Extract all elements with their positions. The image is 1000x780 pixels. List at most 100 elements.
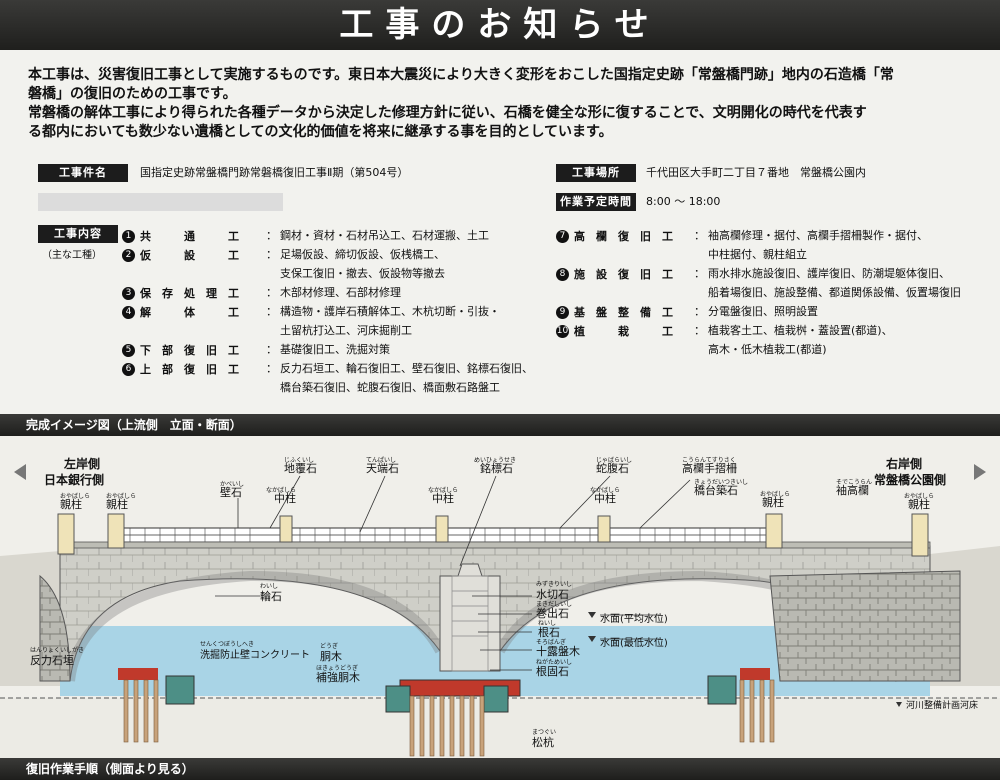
nakabashira-post bbox=[279, 515, 293, 543]
ruby: おやばしら bbox=[106, 492, 136, 500]
work-description: 袖高欄修理・据付、高欄手摺柵製作・据付、 bbox=[708, 229, 928, 242]
label-kabeishi: 壁石 bbox=[220, 485, 242, 499]
label-kouran: 高欄手摺柵 bbox=[682, 461, 737, 475]
work-description: 反力石垣工、輪石復旧工、壁石復旧、銘標石復旧、 bbox=[280, 362, 533, 375]
label-water-level-min: 水面(最低水位) bbox=[600, 636, 668, 649]
work-description: 基礎復旧工、洗掘対策 bbox=[280, 343, 390, 356]
label-kyoudai: 橋台築石 bbox=[694, 483, 738, 497]
label-tenbaishi: 天端石 bbox=[366, 462, 399, 475]
work-description: 植栽客土工、植栽桝・蓋設置(都道)、 bbox=[708, 324, 893, 337]
ruby: ねいし bbox=[538, 620, 556, 627]
work-colon: ： bbox=[694, 267, 705, 280]
label-waishi: 輪石 bbox=[260, 589, 282, 603]
left-side-sub-label: 日本銀行側 bbox=[44, 472, 104, 487]
label-matsukui: 松杭 bbox=[532, 735, 554, 749]
label-dougi: 胴木 bbox=[320, 650, 342, 663]
work-description: 足場仮設、締切仮設、仮桟橋工、 bbox=[280, 248, 445, 261]
label-sodekouran: 袖高欄 bbox=[836, 483, 869, 497]
label-hokyou: 補強胴木 bbox=[316, 671, 360, 684]
work-content-label: 工事内容 bbox=[38, 225, 118, 243]
label-neishi: 根石 bbox=[538, 625, 560, 639]
work-colon: ： bbox=[694, 324, 705, 337]
leader-lines bbox=[215, 475, 691, 671]
work-colon: ： bbox=[266, 229, 277, 242]
ruby: てんぱいし bbox=[366, 457, 396, 464]
label-oyabashira: 親柱 bbox=[60, 497, 82, 511]
intro-line: 磐橋」の復旧のための工事です。 bbox=[28, 86, 237, 102]
work-name: 高 欄 復 旧 工 bbox=[574, 229, 673, 243]
label-river-bed: 河川整備計画河床 bbox=[906, 699, 978, 711]
label-meihyouseki: 銘標石 bbox=[480, 461, 513, 475]
project-place-label: 工事場所 bbox=[556, 164, 636, 182]
ruby: ほきょうどうぎ bbox=[316, 664, 358, 672]
work-name: 解 体 工 bbox=[140, 305, 239, 319]
work-item: 4 解 体 工 ： bbox=[122, 302, 277, 321]
work-colon: ： bbox=[266, 362, 277, 375]
ruby: なかばしら bbox=[428, 486, 458, 494]
left-side-label: 左岸側 bbox=[63, 456, 100, 471]
work-name: 保 存 処 理 工 bbox=[140, 286, 239, 300]
ruby: はんりょくいしがき bbox=[30, 646, 84, 654]
work-colon: ： bbox=[694, 305, 705, 318]
intro-text: 本工事は、災害復旧工事として実施するものです。東日本大震災により大きく変形をおこ… bbox=[28, 66, 978, 142]
label-nakabashira: 中柱 bbox=[432, 491, 454, 505]
ruby: なかばしら bbox=[590, 486, 620, 494]
ruby: なかばしら bbox=[266, 486, 296, 494]
project-name-value: 国指定史跡常盤橋門跡常磐橋復旧工事Ⅱ期（第504号） bbox=[140, 166, 409, 179]
arch-ring-left bbox=[65, 570, 445, 682]
ruby: どうぎ bbox=[320, 642, 338, 650]
label-jifukuishi: 地覆石 bbox=[284, 462, 317, 475]
work-number-badge: 8 bbox=[556, 267, 569, 281]
work-number-badge: 7 bbox=[556, 229, 569, 243]
work-name: 基 盤 整 備 工 bbox=[574, 305, 673, 319]
oyabashira-post bbox=[911, 513, 929, 557]
work-colon: ： bbox=[266, 343, 277, 356]
work-name: 上 部 復 旧 工 bbox=[140, 362, 239, 376]
label-nakabashira: 中柱 bbox=[274, 491, 296, 505]
pine-piles bbox=[123, 679, 775, 757]
oyabashira-post bbox=[107, 513, 125, 549]
ruby: おやばしら bbox=[904, 492, 934, 500]
river-bed-icon bbox=[896, 702, 902, 707]
right-side-sub-label: 常盤橋公園側 bbox=[874, 472, 946, 487]
work-item: 10 植 栽 工 ： bbox=[556, 321, 705, 340]
arrow-left-icon bbox=[14, 464, 26, 480]
water-level-icon bbox=[588, 612, 596, 618]
label-oyabashira: 親柱 bbox=[106, 497, 128, 511]
work-colon: ： bbox=[266, 248, 277, 261]
label-nakabashira: 中柱 bbox=[594, 491, 616, 505]
work-description: 土留杭打込工、河床掘削工 bbox=[280, 324, 412, 337]
ruby: めいひょうせき bbox=[474, 457, 516, 464]
work-colon: ： bbox=[266, 305, 277, 318]
work-name: 下 部 復 旧 工 bbox=[140, 343, 239, 357]
nakabashira-post bbox=[435, 515, 449, 543]
central-pier bbox=[439, 563, 501, 672]
work-description: 雨水排水施設復旧、護岸復旧、防潮堤躯体復旧、 bbox=[708, 267, 950, 280]
section-heading: 完成イメージ図（上流側 立面・断面） bbox=[0, 414, 1000, 436]
ruby: せんくつぼうしへき bbox=[200, 641, 254, 648]
ruby: きょうだいつきいし bbox=[694, 479, 748, 486]
arrow-right-icon bbox=[974, 464, 986, 480]
work-description: 木部材修理、石部材修理 bbox=[280, 286, 401, 299]
ruby: わいし bbox=[260, 583, 278, 590]
work-number-badge: 2 bbox=[122, 248, 135, 262]
work-description: 中柱据付、親柱組立 bbox=[708, 248, 807, 261]
intro-line: る都内においても数少ない遺橋としての文化的価値を将来に継承する事を目的としていま… bbox=[28, 124, 613, 140]
work-number-badge: 4 bbox=[122, 305, 135, 319]
intro-line: 常磐橋の解体工事により得られた各種データから決定した修理方針に従い、石橋を健全な… bbox=[28, 105, 867, 121]
blank-bar bbox=[38, 193, 283, 211]
work-number-badge: 10 bbox=[556, 324, 569, 338]
work-name: 植 栽 工 bbox=[574, 324, 673, 338]
ruby: じふくいし bbox=[284, 457, 314, 464]
project-name-label: 工事件名 bbox=[38, 164, 128, 182]
label-negatame: 根固石 bbox=[536, 664, 569, 678]
